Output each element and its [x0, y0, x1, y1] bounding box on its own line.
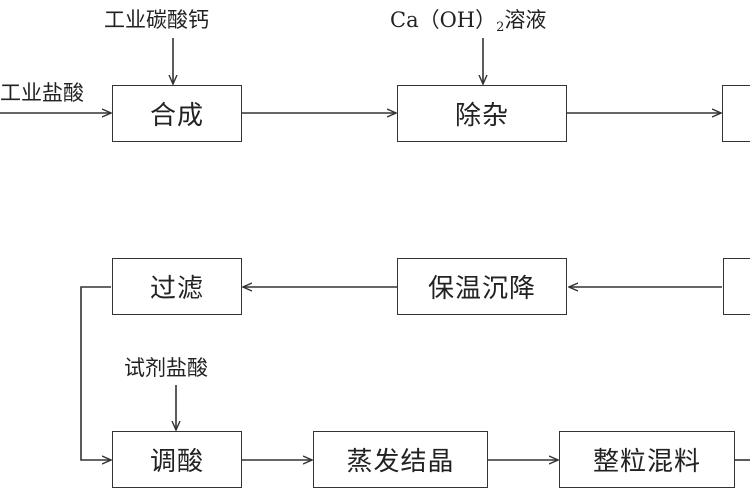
caoh2-prefix: Ca（OH） [390, 8, 497, 32]
step-filtration: 过滤 [112, 258, 242, 315]
label-industrial-hcl: 工业盐酸 [0, 81, 84, 105]
step-impurity-removal: 除杂 [397, 85, 567, 142]
arrow-filtration-to-acid-adjust [80, 286, 111, 460]
step-evaporative-crystallization: 蒸发结晶 [313, 431, 488, 488]
step-granulation-mixing: 整粒混料 [559, 431, 735, 488]
step-cut-off-row1 [722, 85, 750, 142]
step-synthesis: 合成 [112, 85, 242, 142]
label-reagent-hcl: 试剂盐酸 [124, 356, 208, 380]
caoh2-subscript: 2 [496, 20, 505, 35]
step-cut-off-row2 [723, 258, 750, 315]
label-caoh2-solution: Ca（OH）2溶液 [390, 8, 547, 35]
step-heat-settling: 保温沉降 [397, 258, 567, 315]
step-acid-adjustment: 调酸 [112, 431, 242, 488]
label-industrial-caco3: 工业碳酸钙 [104, 8, 209, 32]
caoh2-suffix: 溶液 [504, 8, 547, 32]
